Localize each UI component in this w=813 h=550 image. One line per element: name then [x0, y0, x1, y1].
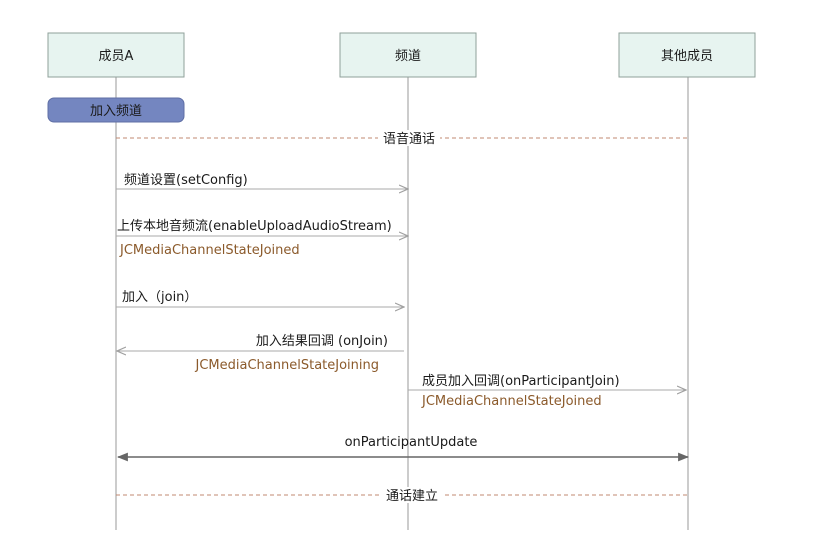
message-set-config: 频道设置(setConfig) — [116, 173, 408, 189]
participant-member-a: 成员A — [47, 32, 185, 78]
participant-channel: 频道 — [339, 32, 477, 78]
message-join: 加入（join） — [116, 290, 404, 307]
message-set-config-label: 频道设置(setConfig) — [124, 173, 248, 188]
message-on-join-state: JCMediaChannelStateJoining — [195, 358, 379, 373]
message-upload-audio-state: JCMediaChannelStateJoined — [119, 243, 300, 258]
participant-member-a-label: 成员A — [99, 49, 134, 64]
join-channel-label: 加入频道 — [90, 104, 142, 119]
section-voice-call-label: 语音通话 — [383, 131, 435, 147]
section-call-established: 通话建立 — [116, 487, 688, 504]
section-voice-call: 语音通话 — [116, 130, 688, 147]
participant-others: 其他成员 — [618, 32, 756, 78]
message-on-participant-update: onParticipantUpdate — [116, 435, 690, 462]
message-on-join-label: 加入结果回调 (onJoin) — [256, 334, 388, 349]
message-join-label: 加入（join） — [122, 290, 197, 305]
message-on-participant-join-label: 成员加入回调(onParticipantJoin) — [422, 374, 620, 389]
message-upload-audio: 上传本地音频流(enableUploadAudioStream) JCMedia… — [116, 218, 408, 258]
participant-others-label: 其他成员 — [661, 49, 713, 64]
section-call-established-label: 通话建立 — [386, 489, 438, 504]
message-on-participant-update-label: onParticipantUpdate — [345, 435, 478, 450]
message-on-participant-join-state: JCMediaChannelStateJoined — [421, 394, 602, 409]
message-on-participant-join: 成员加入回调(onParticipantJoin) JCMediaChannel… — [408, 374, 686, 409]
message-upload-audio-label: 上传本地音频流(enableUploadAudioStream) — [117, 218, 392, 234]
message-on-join: 加入结果回调 (onJoin) JCMediaChannelStateJoini… — [117, 334, 404, 373]
participant-channel-label: 频道 — [395, 49, 421, 64]
join-channel-box: 加入频道 — [47, 97, 185, 123]
